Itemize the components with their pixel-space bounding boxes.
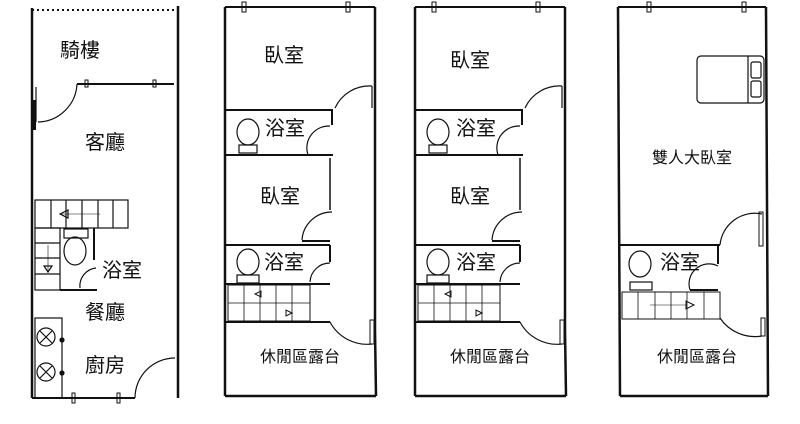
floor1-stove — [34, 317, 65, 399]
label-bathroom: 浴室 — [456, 116, 496, 140]
label-terrace: 休閒區露台 — [259, 347, 341, 366]
label-bedroom: 臥室 — [260, 184, 300, 208]
label-bedroom: 臥室 — [450, 184, 490, 208]
double-bed — [696, 55, 765, 104]
floor4-walls — [616, 1, 770, 398]
label-terrace: 休閒區露台 — [656, 347, 738, 366]
label-terrace: 休閒區露台 — [449, 347, 531, 366]
label-bathroom: 浴室 — [456, 250, 496, 274]
floor1-toilet — [63, 228, 97, 289]
label-bathroom: 浴室 — [265, 116, 305, 140]
label-kitchen: 廚房 — [85, 353, 125, 377]
label-living-room: 客廳 — [85, 130, 125, 154]
floor1-stairs — [34, 199, 129, 291]
floor1-walls — [30, 6, 180, 404]
label-arcade: 騎樓 — [60, 38, 100, 62]
label-dining-room: 餐廳 — [85, 300, 125, 324]
label-bathroom: 浴室 — [102, 258, 142, 282]
floor2-walls — [223, 1, 378, 398]
label-bathroom: 浴室 — [660, 250, 700, 274]
label-bedroom: 臥室 — [264, 43, 304, 67]
label-bathroom: 浴室 — [264, 250, 304, 274]
floor3-walls — [413, 0, 568, 398]
label-master-bedroom: 雙人大臥室 — [651, 148, 733, 167]
label-bedroom: 臥室 — [450, 48, 490, 72]
